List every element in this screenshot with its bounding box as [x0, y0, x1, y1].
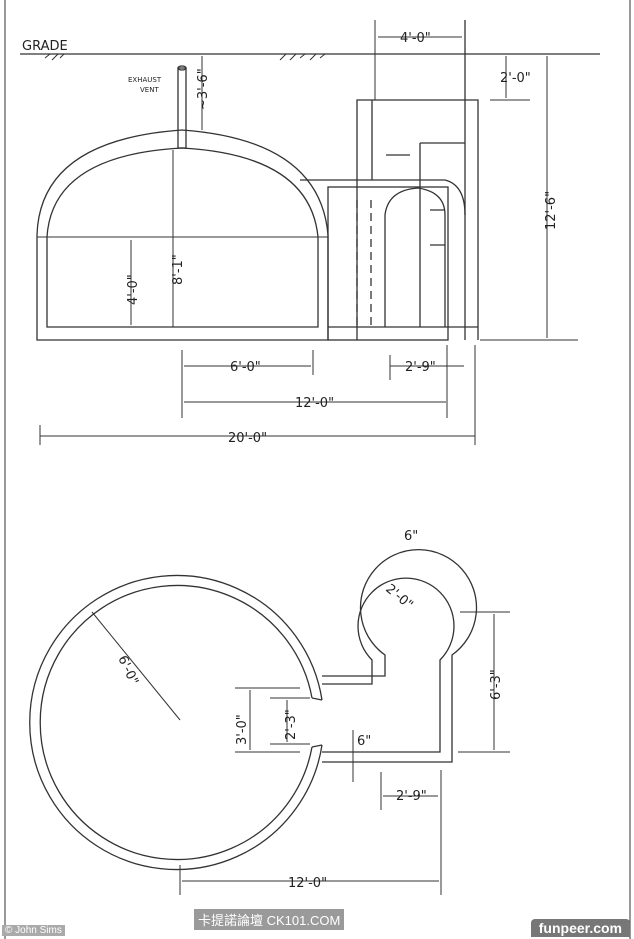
soil-hatch: [44, 53, 326, 61]
dim-plan-shaft-width: 2'-9": [396, 789, 427, 804]
tunnel-top-outer: [300, 179, 466, 216]
plan-dimensions: 6" 2'-0" 6'-0" 3'-0" 2'-3" 6" 6'-3" 2'-9…: [91, 529, 510, 895]
dim-opening-outer: 3'-0": [235, 714, 250, 745]
plan-view: 6" 2'-0" 6'-0" 3'-0" 2'-3" 6" 6'-3" 2'-9…: [29, 529, 510, 895]
dim-span: 12'-0": [288, 876, 327, 891]
dim-overall: 20'-0": [228, 431, 267, 446]
dim-shaft-inner: 2'-9": [405, 360, 436, 375]
dim-shaft-above: 2'-0": [500, 71, 531, 86]
copyright-watermark: © John Sims: [2, 925, 65, 936]
dim-half-width: 6'-0": [230, 360, 261, 375]
dim-small-radius: 2'-0": [382, 582, 415, 613]
section-dimensions: 4'-0" 2'-0" 12'-6" ~3'-6" 8'-1" 4'-0" 6'…: [39, 31, 578, 446]
main-room-inner-wall: [39, 584, 313, 861]
tunnel-box: [327, 186, 449, 341]
shaft-outer: [356, 99, 479, 340]
tunnel-inner-wall: [322, 577, 455, 753]
grade-label: GRADE: [22, 39, 68, 54]
dim-wall-height: 4'-0": [126, 274, 141, 305]
vent-label-1: EXHAUST: [128, 76, 162, 84]
section-view: GRADE EXHAUST VENT 4'-0" 2'-0" 12'-6": [20, 20, 600, 446]
vent-cap: [177, 65, 187, 71]
dim-shaft-width: 4'-0": [400, 31, 431, 46]
dim-opening-inner: 2'-3": [284, 709, 299, 740]
dim-large-radius: 6'-0": [114, 653, 141, 687]
dim-tunnel-wall: 6": [357, 734, 371, 749]
dim-total-depth: 12'-6": [544, 191, 559, 230]
dim-wall-thickness: 6": [404, 529, 418, 544]
site-watermark: funpeer.com: [530, 919, 630, 937]
dim-cover: ~3'-6": [196, 68, 211, 110]
exhaust-vent-pipe: [177, 67, 187, 149]
dome-outer: [36, 129, 329, 341]
tunnel-arch: [384, 187, 446, 327]
forum-watermark: 卡提諾論壇 CK101.COM: [194, 909, 345, 930]
vent-label-2: VENT: [140, 86, 159, 94]
dim-radius-span: 12'-0": [295, 396, 334, 411]
tunnel-outer-wall: [322, 549, 478, 763]
main-room-outer-wall: [29, 574, 323, 871]
ladder-rungs: [386, 142, 465, 327]
dim-tunnel-length: 6'-3": [489, 669, 504, 700]
dim-dome-height: 8'-1": [171, 254, 186, 285]
